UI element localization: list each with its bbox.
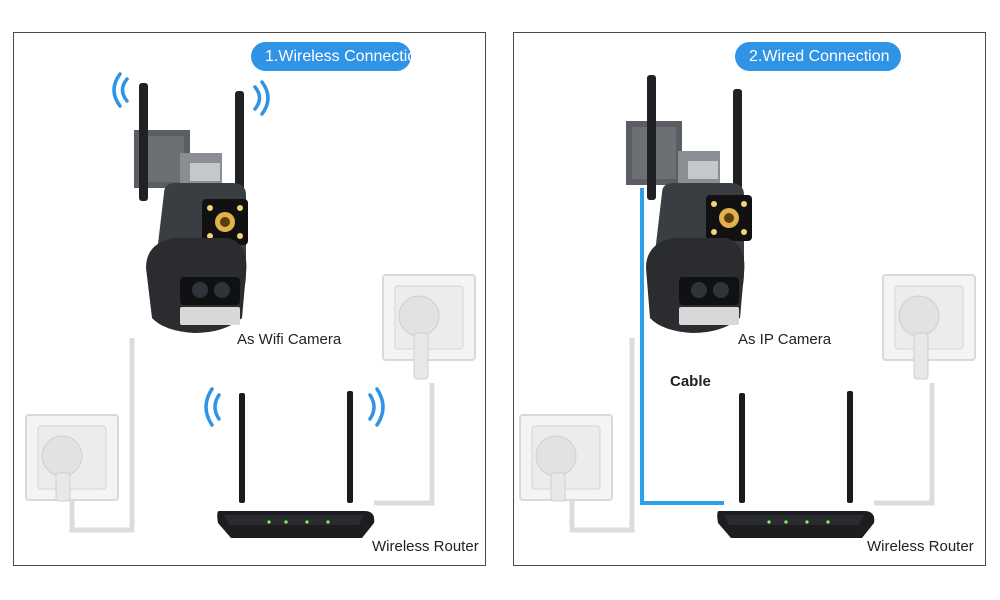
- router-label: Wireless Router: [867, 538, 974, 555]
- router-power-cord: [874, 383, 935, 506]
- wireless-connection-badge: 1.Wireless Connection: [251, 42, 425, 71]
- wired-scene: [519, 75, 976, 538]
- ethernet-cable: [640, 188, 724, 505]
- security-camera-icon: [626, 75, 752, 333]
- wall-socket-icon: [519, 414, 613, 502]
- cable-label: Cable: [670, 373, 711, 390]
- wall-socket-icon: [882, 274, 976, 380]
- router-power-cord: [374, 383, 435, 506]
- wireless-scene: [25, 72, 476, 538]
- wifi-signal-icon: [204, 387, 385, 427]
- wall-socket-icon: [25, 414, 119, 502]
- router-label: Wireless Router: [372, 538, 479, 555]
- wall-socket-icon: [382, 274, 476, 380]
- security-camera-icon: [134, 83, 248, 333]
- router-icon: [717, 391, 875, 538]
- camera-label: As IP Camera: [738, 331, 832, 348]
- camera-label: As Wifi Camera: [237, 331, 342, 348]
- wireless-connection-panel: 1.Wireless Connection: [13, 32, 486, 566]
- camera-power-cord: [69, 338, 135, 533]
- wired-connection-badge: 2.Wired Connection: [735, 42, 901, 71]
- wifi-signal-icon: [112, 72, 270, 116]
- router-icon: [217, 391, 375, 538]
- camera-power-cord: [569, 338, 635, 533]
- wired-connection-panel: 2.Wired Connection: [513, 32, 986, 566]
